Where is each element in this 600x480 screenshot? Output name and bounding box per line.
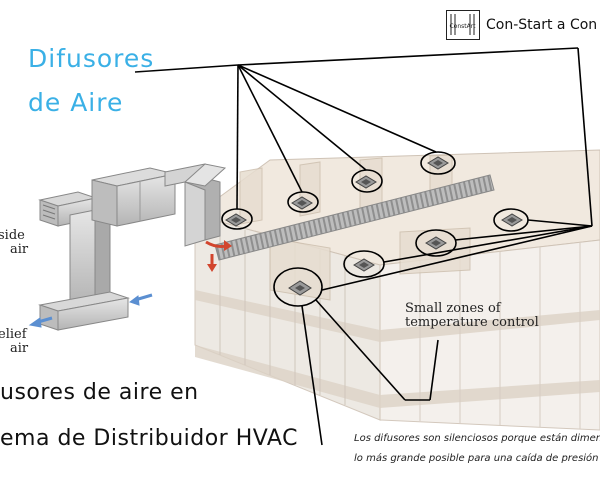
zones-label-2: temperature control: [405, 315, 539, 330]
brand-logo-mark: ConstArt: [449, 14, 476, 35]
brand-name: Con-Start a Con: [486, 17, 598, 33]
brand-logo-text: ConstArt: [449, 23, 476, 30]
diffuser: [501, 213, 523, 227]
diffuser: [355, 175, 377, 189]
outside-air-label-1: side: [0, 228, 25, 243]
diffusers: [225, 156, 523, 296]
relief-air-label-1: elief: [0, 327, 27, 342]
zones-label-1: Small zones of: [405, 301, 501, 316]
brand: ConstArt Con-Start a Con: [446, 10, 597, 40]
caption-line-2: ema de Distribuidor HVAC: [0, 426, 298, 451]
outside-air-label-2: air: [10, 242, 29, 257]
caption-line-1: usores de aire en: [0, 380, 199, 405]
callout-lines: [134, 47, 593, 446]
flex-supply-duct: [214, 174, 495, 261]
diffuser: [425, 236, 447, 250]
building-shell: [193, 149, 600, 431]
diffuser: [225, 213, 247, 227]
diffuser: [427, 156, 449, 170]
airflow-arrows: [28, 293, 153, 328]
note-line-2: lo más grande posible para una caída de …: [354, 453, 599, 464]
relief-air-label-2: air: [10, 341, 29, 356]
air-handler-unit: [38, 163, 227, 331]
diffuser: [288, 280, 312, 296]
headline-line-2: de Aire: [28, 88, 124, 117]
headline-line-1: Difusores: [28, 44, 155, 73]
return-air-arrow: [205, 240, 232, 272]
diffuser: [353, 258, 375, 272]
note-line-1: Los difusores son silenciosos porque est…: [354, 433, 600, 444]
diffuser: [291, 196, 313, 210]
brand-logo-icon: ConstArt: [446, 10, 480, 40]
